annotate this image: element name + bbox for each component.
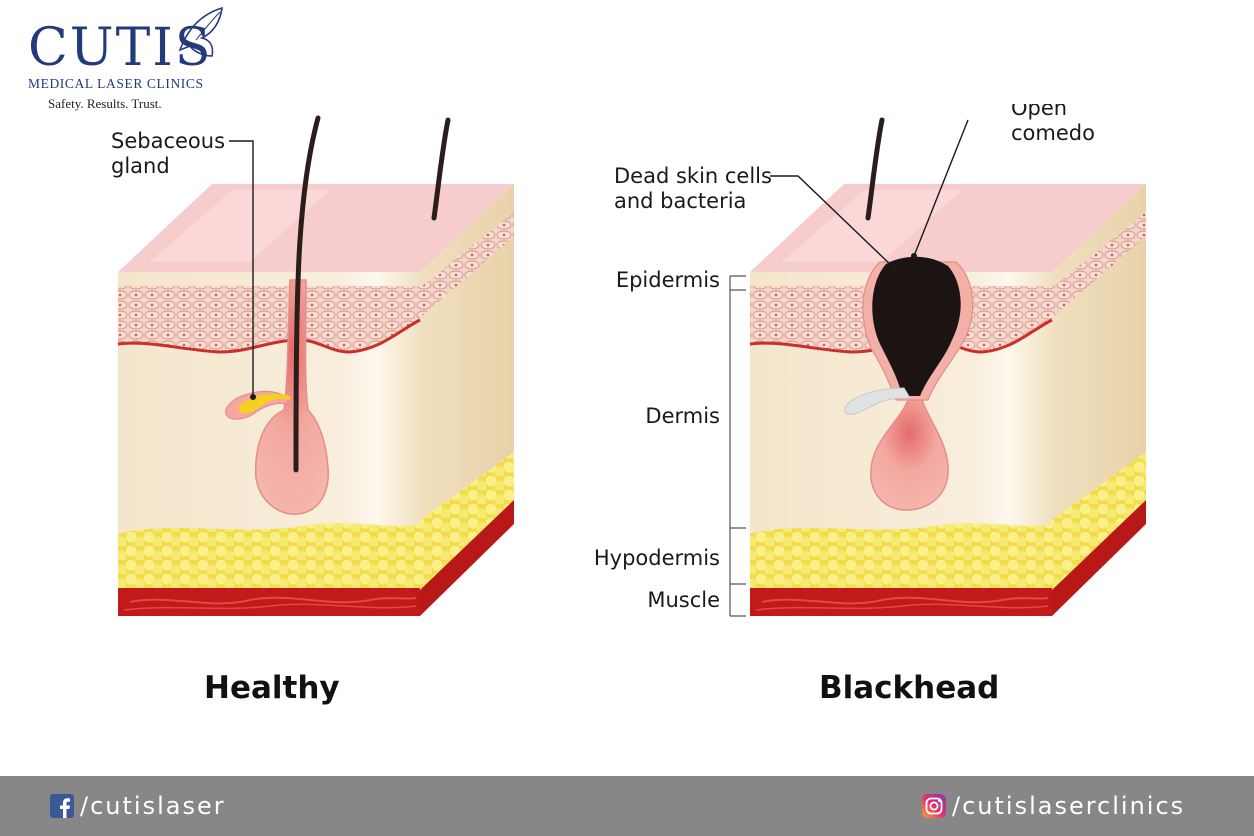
- instagram-icon: [922, 794, 946, 818]
- facebook-handle: /cutislaser: [80, 792, 226, 820]
- sebaceous-gland-label: Sebaceous gland: [111, 129, 226, 178]
- healthy-skin-block: [117, 115, 514, 616]
- social-footer: /cutislaser /cutislaserclinics: [0, 776, 1254, 836]
- open-comedo-label-clip: Open comedo: [1000, 104, 1200, 152]
- layer-label-epidermis: Epidermis: [615, 268, 720, 292]
- layer-bracket: [729, 275, 746, 617]
- skin-diagram: [117, 115, 1146, 617]
- open-comedo-label: Open comedo: [1011, 104, 1095, 145]
- caption-blackhead: Blackhead: [819, 670, 1000, 706]
- facebook-icon: [50, 794, 74, 818]
- brand-logo: CUTIS MEDICAL LASER CLINICS Safety. Resu…: [26, 6, 236, 116]
- dead-skin-cells-label: Dead skin cells and bacteria: [614, 164, 772, 213]
- layer-label-dermis: Dermis: [645, 404, 720, 428]
- brand-tagline: Safety. Results. Trust.: [48, 96, 162, 111]
- instagram-link[interactable]: /cutislaserclinics: [922, 790, 1185, 822]
- layer-label-hypodermis: Hypodermis: [593, 546, 720, 570]
- brand-subtitle: MEDICAL LASER CLINICS: [28, 76, 204, 91]
- blackhead-skin-block: [749, 117, 1146, 616]
- layer-label-muscle: Muscle: [647, 588, 720, 612]
- butterfly-icon: [178, 6, 223, 57]
- caption-healthy: Healthy: [204, 670, 340, 706]
- facebook-link[interactable]: /cutislaser: [50, 790, 226, 822]
- brand-name: CUTIS: [28, 18, 213, 78]
- instagram-handle: /cutislaserclinics: [952, 792, 1186, 820]
